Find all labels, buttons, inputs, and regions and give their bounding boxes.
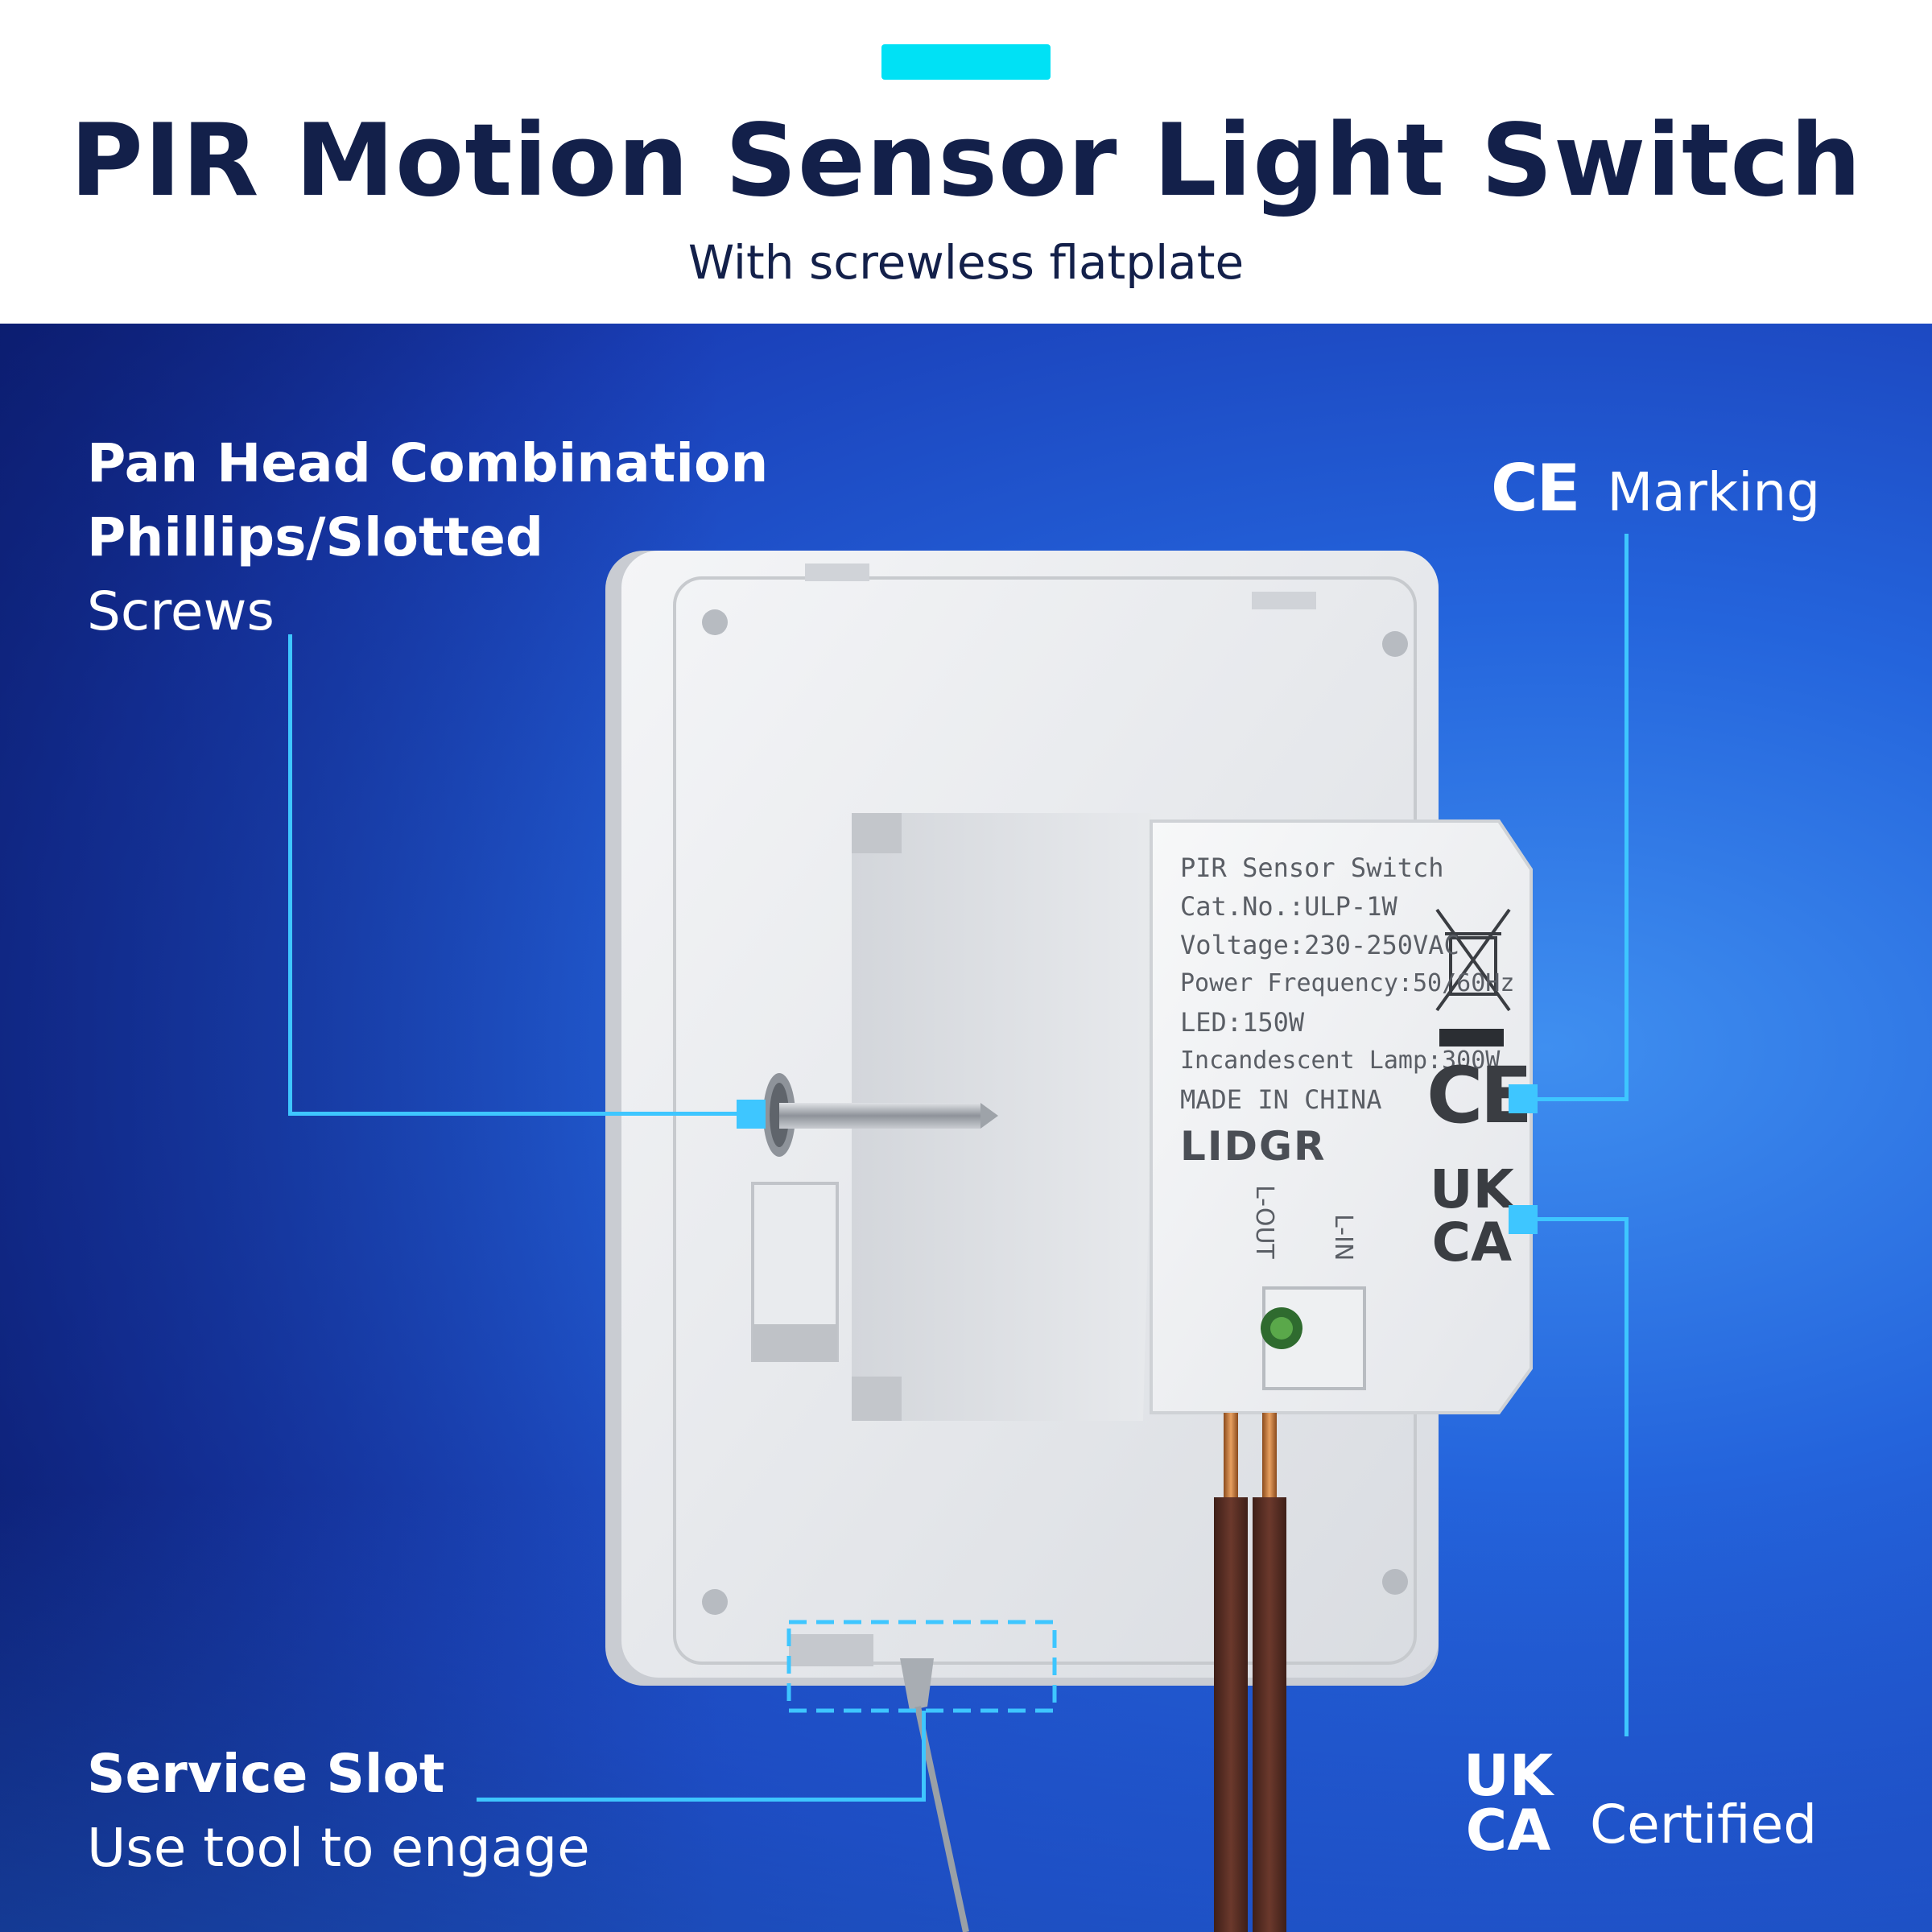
- product-spec-label: PIR Sensor Switch Cat.No.:ULP-1W Voltage…: [1180, 848, 1514, 1119]
- screws-callout-dot: [737, 1100, 766, 1129]
- service-tool: [900, 1658, 969, 1932]
- terminal-out-label: L-OUT: [1250, 1185, 1278, 1259]
- page-title: PIR Motion Sensor Light Switch: [69, 103, 1863, 219]
- accent-bar: [881, 44, 1051, 80]
- terminal-in-label: L-IN: [1329, 1214, 1357, 1261]
- service-callout: Service Slot Use tool to engage: [87, 1737, 590, 1885]
- header: PIR Motion Sensor Light Switch With scre…: [0, 0, 1932, 324]
- ce-callout: CE Marking: [1491, 451, 1820, 526]
- weee-bin-icon: [1435, 908, 1511, 1046]
- ce-callout-dot: [1509, 1084, 1538, 1113]
- spec-line-4: Power Frequency:50/60Hz: [1180, 969, 1515, 997]
- screws-callout-line: [288, 634, 292, 1116]
- ukca-callout-icon: UK CA: [1463, 1743, 1554, 1864]
- service-slot-highlight: [786, 1620, 1057, 1713]
- service-callout-text: Use tool to engage: [87, 1817, 590, 1879]
- brand-logo: LIDGR: [1180, 1123, 1327, 1170]
- spec-line-2: Cat.No.:ULP-1W: [1180, 891, 1397, 922]
- spec-line-3: Voltage:230-250VAC: [1180, 930, 1459, 960]
- wires: [1214, 1413, 1286, 1932]
- screw: [763, 1073, 998, 1157]
- screws-callout: Pan Head Combination Phillips/Slotted Sc…: [87, 427, 768, 649]
- sensor-module: [852, 813, 1533, 1421]
- spec-line-5: LED:150W: [1180, 1007, 1305, 1038]
- spec-line-7: MADE IN CHINA: [1180, 1084, 1382, 1115]
- page-subtitle: With screwless flatplate: [687, 235, 1245, 290]
- ce-callout-icon: CE: [1491, 451, 1580, 526]
- ce-callout-line: [1624, 534, 1629, 1101]
- service-callout-line: [477, 1798, 926, 1802]
- ukca-callout-text: Certified: [1590, 1794, 1818, 1856]
- ce-callout-text: Marking: [1607, 461, 1821, 523]
- ukca-callout-line: [1624, 1217, 1629, 1736]
- spec-line-6: Incandescent Lamp:300W: [1180, 1046, 1501, 1075]
- screws-callout-line1: Pan Head Combination: [87, 432, 769, 494]
- screws-callout-line2: Phillips/Slotted: [87, 506, 544, 568]
- spec-line-1: PIR Sensor Switch: [1180, 852, 1444, 883]
- ukca-mark-icon: UK CA: [1430, 1158, 1514, 1274]
- service-callout-title: Service Slot: [87, 1743, 445, 1805]
- screws-callout-line3: Screws: [87, 580, 275, 642]
